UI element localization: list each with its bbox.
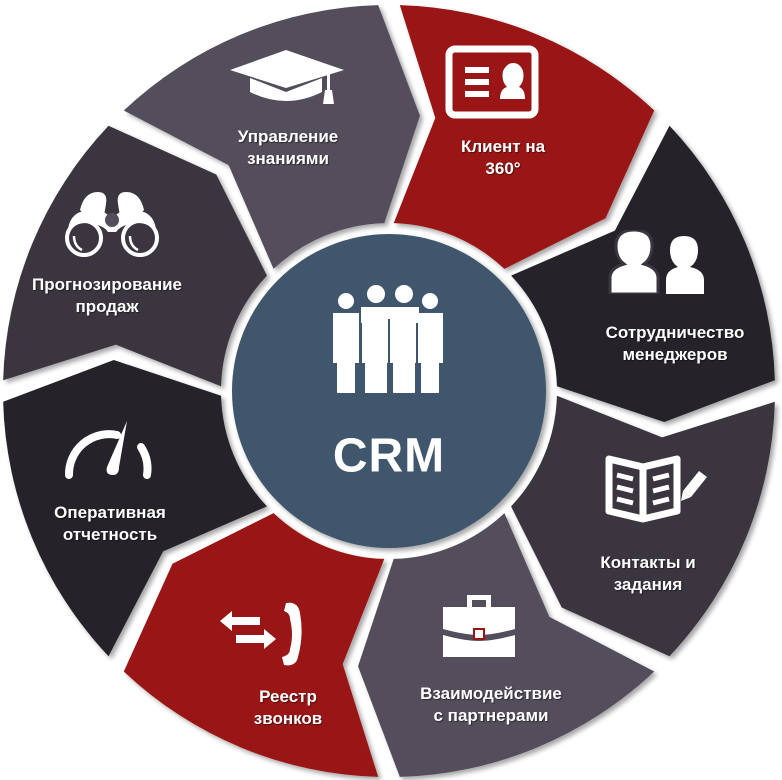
- binoculars-icon: [65, 192, 159, 257]
- segment-knowledge: [393, 5, 655, 269]
- briefcase-icon: [443, 595, 515, 657]
- segment-label-calls: Реестр звонков: [254, 686, 322, 730]
- label-line: Оперативная: [54, 503, 166, 522]
- label-line: звонков: [253, 709, 323, 728]
- label-line: с партнерами: [433, 706, 549, 725]
- label-line: Прогнозирование: [31, 275, 183, 294]
- label-line: 360°: [485, 159, 521, 178]
- label-line: Взаимодействие: [420, 684, 562, 703]
- segment-calls: [3, 360, 267, 657]
- segment-label-client360: Клиент на 360°: [461, 136, 545, 180]
- segment-label-contacts: Контакты и задания: [600, 552, 695, 596]
- label-line: Сотрудничество: [605, 323, 745, 342]
- center-circle: [232, 234, 546, 548]
- segment-label-knowledge: Управление знаниями: [238, 126, 338, 170]
- center-label: CRM: [332, 429, 446, 483]
- team-icon: [333, 285, 443, 393]
- graduation-cap-icon: [230, 50, 344, 104]
- label-line: Управление: [237, 127, 339, 146]
- segment-label-forecast: Прогнозирование продаж: [32, 274, 182, 318]
- segment-label-partners: Взаимодействие с партнерами: [420, 683, 562, 727]
- phone-arrows-icon: [220, 602, 302, 666]
- users-icon: [608, 230, 704, 294]
- segment-label-collaboration: Сотрудничество менеджеров: [606, 322, 745, 366]
- segment-collaboration: [511, 395, 775, 657]
- segment-forecast: [123, 5, 420, 269]
- book-pencil-icon: [605, 455, 707, 523]
- speedometer-icon: [64, 421, 152, 479]
- label-line: менеджеров: [622, 345, 728, 364]
- label-line: Контакты и: [600, 553, 696, 572]
- segment-partners: [123, 513, 385, 777]
- segment-label-reporting: Оперативная отчетность: [54, 502, 166, 546]
- label-line: продаж: [75, 297, 139, 316]
- label-line: знаниями: [247, 149, 329, 168]
- label-line: Реестр: [259, 687, 317, 706]
- label-line: Клиент на: [460, 137, 546, 156]
- id-card-icon: [445, 45, 539, 119]
- label-line: отчетность: [62, 525, 158, 544]
- label-line: задания: [613, 575, 683, 594]
